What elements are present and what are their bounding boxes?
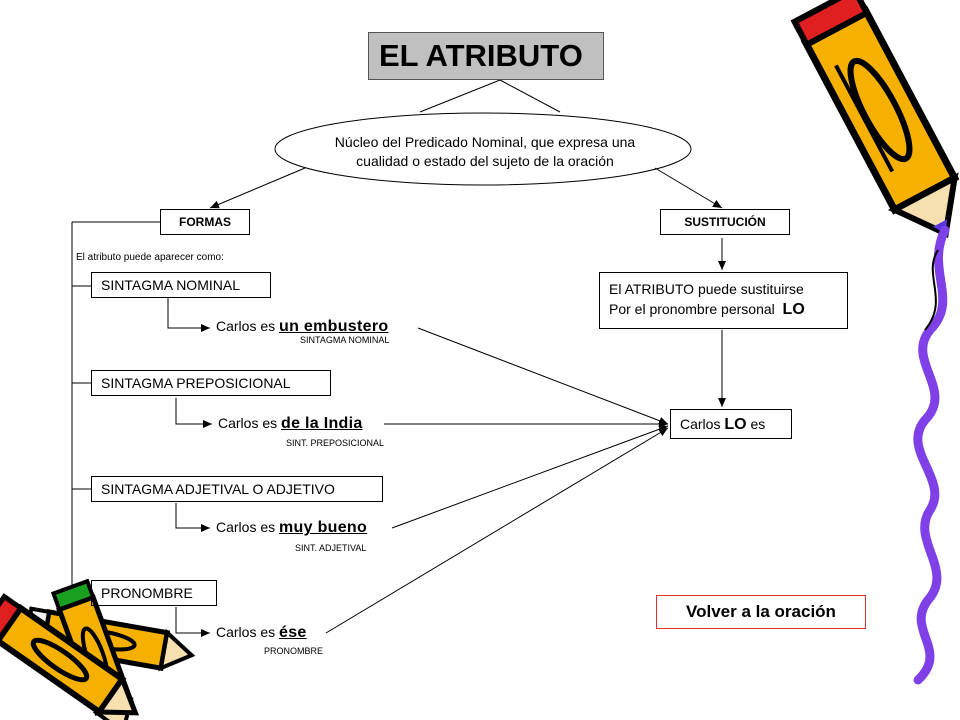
back-to-sentence-button[interactable]: Volver a la oración <box>656 595 866 629</box>
formas-intro: El atributo puede aparecer como: <box>76 252 224 263</box>
definition-ellipse <box>274 112 692 186</box>
example-caption: SINTAGMA NOMINAL <box>300 335 390 345</box>
definition-line-1: Núcleo del Predicado Nominal, que expres… <box>334 134 636 150</box>
example-caption: SINT. ADJETIVAL <box>295 543 367 553</box>
definition-line-2: cualidad o estado del sujeto de la oraci… <box>356 153 614 169</box>
example-attribute: ése <box>279 624 307 641</box>
example-attribute: de la India <box>281 415 363 432</box>
example-prefix: Carlos es <box>216 519 280 535</box>
forma-pronombre: PRONOMBRE <box>91 580 217 606</box>
definition-text: Núcleo del Predicado Nominal, que expres… <box>280 133 690 171</box>
example-caption: PRONOMBRE <box>264 646 324 656</box>
pencils-clipart <box>0 578 196 720</box>
sustitucion-header: SUSTITUCIÓN <box>660 209 790 235</box>
example-prefix: Carlos es <box>216 624 280 640</box>
result-box: Carlos LO es <box>670 409 792 439</box>
example-caption: SINT. PREPOSICIONAL <box>286 438 385 448</box>
sustitucion-pronoun: LO <box>782 301 805 318</box>
forma-sintagma-nominal: SINTAGMA NOMINAL <box>91 272 271 298</box>
example-attribute: un embustero <box>279 318 389 335</box>
forma-sintagma-preposicional: SINTAGMA PREPOSICIONAL <box>91 370 331 396</box>
forma-sintagma-adjetival: SINTAGMA ADJETIVAL O ADJETIVO <box>91 476 383 502</box>
example-adjetival: Carlos es muy bueno <box>216 519 367 537</box>
page-title: EL ATRIBUTO <box>368 32 604 80</box>
example-prefix: Carlos es <box>216 318 280 334</box>
pencil-clipart <box>790 0 960 239</box>
example-nominal: Carlos es un embustero <box>216 318 388 336</box>
result-prefix: Carlos <box>680 416 725 432</box>
example-preposicional: Carlos es de la India <box>218 415 363 433</box>
purple-squiggle-clipart <box>913 225 950 685</box>
result-pronoun: LO <box>724 416 747 433</box>
formas-header: FORMAS <box>160 209 250 235</box>
example-pronombre: Carlos es ése <box>216 624 307 642</box>
example-attribute: muy bueno <box>279 519 368 536</box>
result-suffix: es <box>746 416 766 432</box>
sustitucion-line-2: Por el pronombre personal <box>609 301 775 317</box>
sustitucion-box: El ATRIBUTO puede sustituirse Por el pro… <box>599 272 848 329</box>
sustitucion-line-1: El ATRIBUTO puede sustituirse <box>609 281 804 297</box>
example-prefix: Carlos es <box>218 415 282 431</box>
